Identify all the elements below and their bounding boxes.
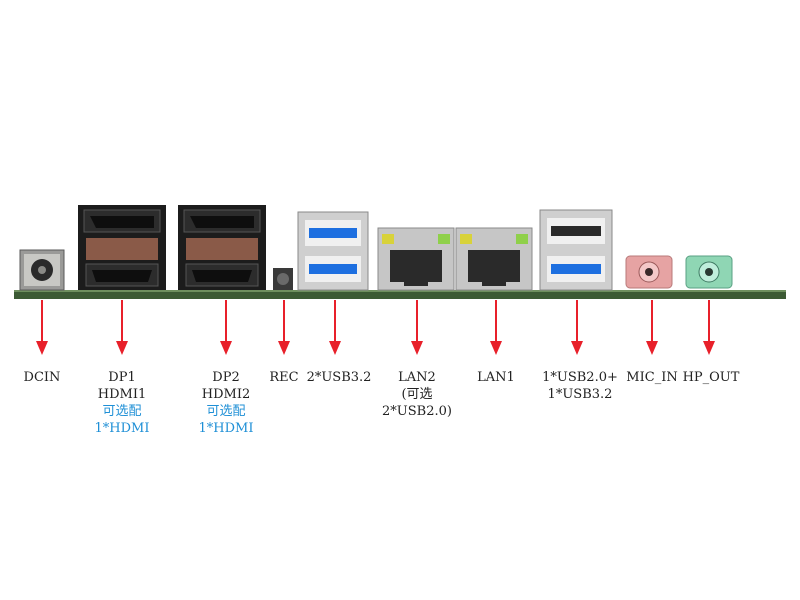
pcb-edge-highlight	[14, 290, 786, 292]
audio-jack-icon	[685, 255, 733, 289]
arrow-usb32	[329, 300, 341, 355]
label-dp2: DP2 HDMI2 可选配 1*HDMI	[198, 370, 254, 436]
dc-jack-icon	[19, 249, 65, 291]
label-dcin: DCIN	[23, 370, 61, 385]
label-usb32: 2*USB3.2	[306, 370, 372, 385]
audio-jack-icon	[625, 255, 673, 289]
arrow-usbmix	[571, 300, 583, 355]
label-dp1: DP1 HDMI1 可选配 1*HDMI	[94, 370, 150, 436]
label-lan2: LAN2 (可选 2*USB2.0)	[382, 370, 452, 419]
arrow-hp	[703, 300, 715, 355]
pcb-edge	[14, 290, 786, 299]
label-hp: HP_OUT	[682, 370, 740, 385]
dp-hdmi-stack-icon	[178, 205, 266, 290]
arrow-rec	[278, 300, 290, 355]
label-lan1: LAN1	[477, 370, 515, 385]
rj45-icon	[455, 227, 533, 291]
callout-arrows	[36, 300, 715, 355]
label-rec: REC	[269, 370, 299, 385]
arrow-lan1	[490, 300, 502, 355]
dp-hdmi-stack-icon	[78, 205, 166, 290]
usb3-stack-icon	[297, 211, 369, 291]
arrow-mic	[646, 300, 658, 355]
arrow-dp2	[220, 300, 232, 355]
label-usbmix: 1*USB2.0+ 1*USB3.2	[542, 370, 618, 402]
arrow-dcin	[36, 300, 48, 355]
usb-mixed-stack-icon	[539, 209, 613, 291]
label-mic: MIC_IN	[626, 370, 678, 385]
arrow-lan2	[411, 300, 423, 355]
rj45-icon	[377, 227, 455, 291]
button-icon	[273, 268, 293, 290]
arrow-dp1	[116, 300, 128, 355]
